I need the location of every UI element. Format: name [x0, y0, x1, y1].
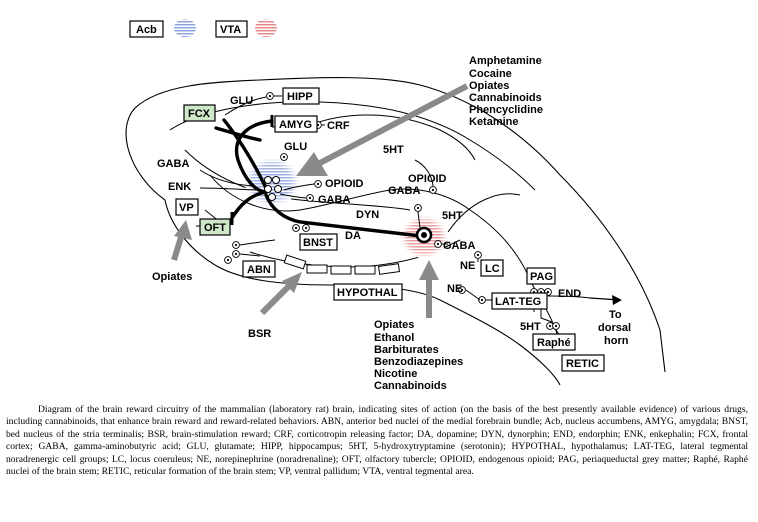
- to-dorsal-horn-line2: dorsal: [598, 322, 631, 334]
- crf-label: CRF: [327, 120, 350, 132]
- legend-acb-swatch: [174, 19, 196, 37]
- connector-lines: [196, 95, 591, 345]
- ne-lat-label: NE: [447, 283, 462, 295]
- hipp-label: HIPP: [287, 91, 313, 103]
- gaba-left-label: GABA: [157, 158, 189, 170]
- amyg-box: AMYG: [274, 115, 318, 133]
- acb-drug-6: Ketamine: [469, 116, 519, 128]
- bsr-label: BSR: [248, 328, 271, 340]
- enk-label: ENK: [168, 181, 191, 193]
- vta-drug-4: Benzodiazepines: [374, 356, 463, 368]
- amyg-acb-pathway: [234, 119, 274, 194]
- vta-drug-list: Opiates Ethanol Barbiturates Benzodiazep…: [374, 319, 463, 392]
- dyn-label: DYN: [356, 209, 379, 221]
- lc-box: LC: [480, 259, 504, 277]
- legend-vta-label: VTA: [220, 24, 241, 36]
- fcx-label: FCX: [188, 108, 211, 120]
- acb-drug-2: Cocaine: [469, 68, 512, 80]
- opioid-vta-label: OPIOID: [408, 173, 447, 185]
- vp-label: VP: [179, 202, 194, 214]
- to-dorsal-horn-line1: To: [609, 309, 622, 321]
- gaba-vta-label: GABA: [443, 240, 475, 252]
- vp-box: VP: [175, 198, 199, 216]
- acb-drug-1: Amphetamine: [469, 55, 542, 67]
- hippocampal-contour: [309, 114, 476, 161]
- bsr-electrode-chain: [283, 254, 401, 275]
- legend-acb-label: Acb: [136, 24, 157, 36]
- acb-drug-list: Amphetamine Cocaine Opiates Cannabinoids…: [469, 55, 543, 128]
- vp-opiates-arrow: [171, 220, 192, 261]
- da-label: DA: [345, 230, 361, 242]
- amyg-label: AMYG: [279, 119, 312, 131]
- legend-vta-swatch: [255, 19, 277, 37]
- acb-drug-arrow: [296, 83, 469, 176]
- oft-box: OFT: [199, 218, 231, 236]
- cortex-contour: [169, 101, 536, 191]
- brain-outline: [125, 77, 666, 373]
- fcx-acb-pathway: [222, 118, 268, 190]
- retic-box: RETIC: [561, 354, 605, 372]
- hypothal-label: HYPOTHAL: [337, 287, 398, 299]
- fiveht-vta-label: 5HT: [442, 210, 463, 222]
- lc-label: LC: [485, 263, 500, 275]
- vta-drug-2: Ethanol: [374, 332, 414, 344]
- figure-caption: Diagram of the brain reward circuitry of…: [6, 404, 748, 478]
- fiveht-top-label: 5HT: [383, 144, 404, 156]
- raphe-box: Raphé: [532, 333, 576, 351]
- fcx-box: FCX: [183, 104, 216, 122]
- glu-top-label: GLU: [230, 95, 253, 107]
- bnst-label: BNST: [303, 237, 333, 249]
- acb-vp-pathway: [230, 190, 268, 220]
- acb-drug-3: Opiates: [469, 80, 509, 92]
- end-label: END: [558, 288, 581, 300]
- medial-forebrain-bundle-contour: [184, 149, 411, 211]
- raphe-label: Raphé: [537, 337, 571, 349]
- lat-teg-box: LAT-TEG: [491, 292, 548, 310]
- abn-box: ABN: [242, 260, 276, 278]
- opiates-vp-label: Opiates: [152, 271, 192, 283]
- abn-label: ABN: [247, 264, 271, 276]
- hypothal-box: HYPOTHAL: [333, 283, 403, 301]
- lat-teg-label: LAT-TEG: [495, 296, 541, 308]
- terminal-markers: [208, 92, 560, 330]
- hipp-box: HIPP: [282, 87, 320, 105]
- end-arrowhead: [612, 295, 622, 305]
- pathway-to-fcx: [214, 126, 262, 142]
- gaba-acb-label: GABA: [318, 194, 350, 206]
- ne-lc-label: NE: [460, 260, 475, 272]
- opioid-acb-label: OPIOID: [325, 178, 364, 190]
- pag-box: PAG: [526, 267, 556, 285]
- legend-vta-box: VTA: [215, 20, 248, 38]
- pag-label: PAG: [530, 271, 553, 283]
- gaba-vta-top-label: GABA: [388, 185, 420, 197]
- acb-drug-5: Phencyclidine: [469, 104, 543, 116]
- glu-mid-label: GLU: [284, 141, 307, 153]
- acb-synapse-cluster: [264, 176, 282, 201]
- vta-drug-arrow: [419, 260, 439, 318]
- legend-acb-box: Acb: [129, 20, 164, 38]
- brain-reward-diagram: Acb VTA: [125, 19, 666, 392]
- bsr-arrow: [259, 272, 302, 316]
- to-dorsal-horn-line3: horn: [604, 335, 629, 347]
- oft-label: OFT: [204, 222, 226, 234]
- vta-cell-nucleus: [421, 232, 427, 238]
- vta-drug-6: Cannabinoids: [374, 380, 447, 392]
- vta-drug-3: Barbiturates: [374, 344, 439, 356]
- vta-drug-1: Opiates: [374, 319, 414, 331]
- retic-label: RETIC: [566, 358, 599, 370]
- vta-drug-5: Nicotine: [374, 368, 417, 380]
- vta-acb-dopamine-pathway: [264, 193, 423, 238]
- bnst-box: BNST: [299, 233, 338, 251]
- acb-drug-4: Cannabinoids: [469, 92, 542, 104]
- fiveht-raphe-label: 5HT: [520, 321, 541, 333]
